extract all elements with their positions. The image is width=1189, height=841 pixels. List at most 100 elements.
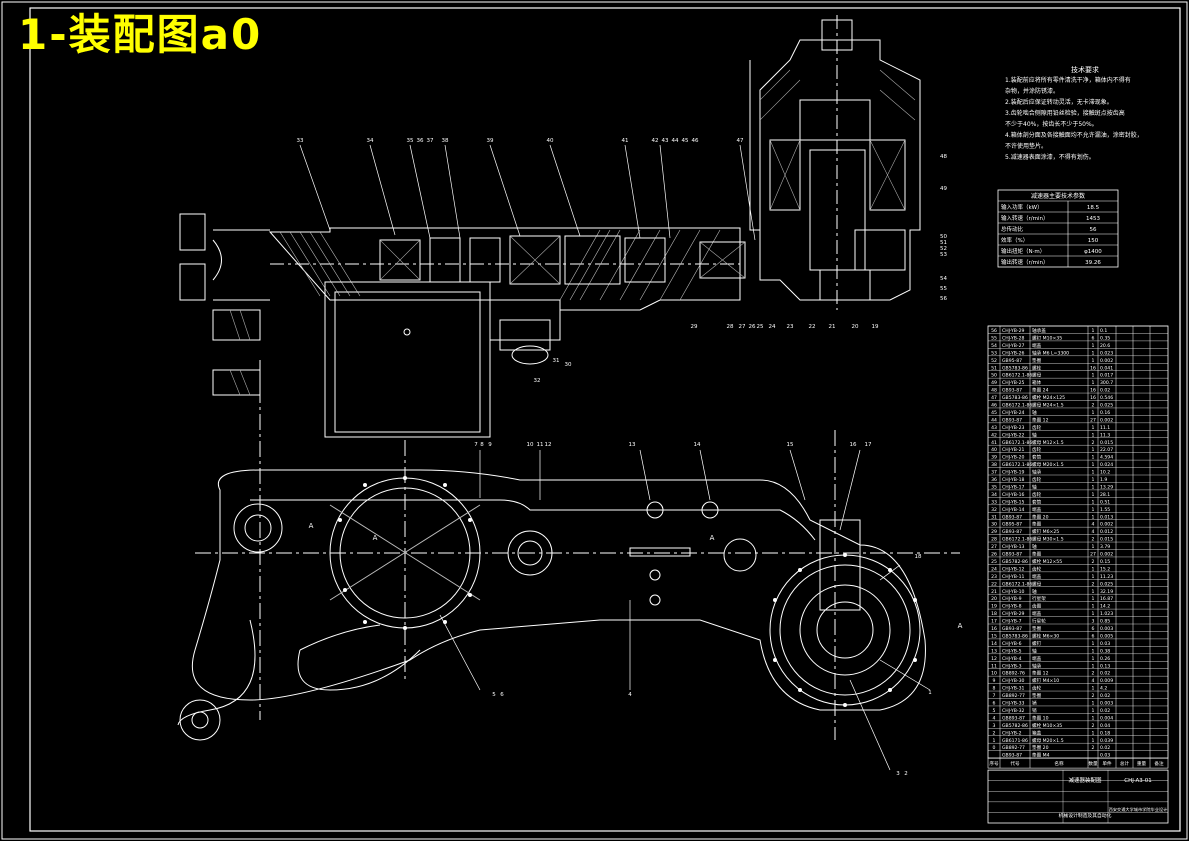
bom-name: 螺栓 M6×30 — [1032, 632, 1059, 639]
bom-qty: 1 — [1092, 380, 1095, 386]
bom-name: 螺母 M24×1.5 — [1032, 402, 1064, 409]
bom-name: 轴 — [1032, 431, 1037, 438]
callout-label: 2 — [904, 771, 908, 777]
bom-index: 32 — [991, 507, 997, 513]
bom-qty: 27 — [1090, 417, 1096, 423]
bom-name: 螺钉 — [1032, 640, 1042, 647]
bom-weight: 4.594 — [1100, 455, 1113, 461]
bom-weight: 4.2 — [1100, 686, 1107, 692]
bom-weight: 3.79 — [1100, 544, 1110, 550]
bom-name: 行星轮 — [1032, 618, 1046, 625]
bom-weight: 0.017 — [1100, 373, 1113, 379]
callout-label: 37 — [427, 138, 434, 144]
bom-code: GB892-76 — [1002, 671, 1025, 677]
bom-weight: 32.19 — [1100, 589, 1113, 595]
bom-weight: 0.02 — [1100, 745, 1110, 751]
bom-name: 螺栓 — [1032, 364, 1042, 371]
leader-lines — [299, 144, 931, 771]
spec-table-title: 减速器主要技术参数 — [1031, 192, 1085, 200]
spec-value: 150 — [1088, 238, 1099, 244]
bom-index: 6 — [993, 701, 996, 707]
callout-label: 52 — [940, 246, 947, 252]
bom-weight: 14.2 — [1100, 604, 1110, 610]
tech-item: 1.装配前应将所有零件清洗干净，箱体内不得有 — [1005, 76, 1131, 84]
callout-label: 6 — [500, 692, 504, 698]
bom-weight: 0.16 — [1100, 410, 1110, 416]
bom-name: 端盖 — [1032, 342, 1042, 349]
bom-name: 齿轮 — [1032, 476, 1042, 483]
bom-code: GB95-87 — [1002, 358, 1022, 364]
bom-index: 18 — [991, 611, 997, 617]
callout-label: 28 — [727, 324, 734, 330]
bom-weight: 20.6 — [1100, 343, 1110, 349]
bom-index: 21 — [991, 589, 997, 595]
bom-name: 端盖 — [1032, 655, 1042, 662]
callout-label: 16 — [850, 442, 857, 448]
bom-weight: 0.13 — [1100, 663, 1110, 669]
bom-weight: 0.009 — [1100, 678, 1113, 684]
bom-name: 轴承 — [1032, 662, 1042, 669]
callout-label: 31 — [553, 358, 560, 364]
callout-label: 24 — [769, 324, 776, 330]
bom-name: 垫圈 20 — [1032, 744, 1049, 751]
bom-weight: 0.546 — [1100, 395, 1113, 401]
bom-name: 端盖 — [1032, 506, 1042, 513]
bom-index: 55 — [991, 335, 997, 341]
bom-weight: 0.015 — [1100, 440, 1113, 446]
bom-code: GB5783-86 — [1002, 395, 1028, 401]
bom-index: 29 — [991, 529, 997, 535]
bom-name: 螺母 M12×1.5 — [1032, 439, 1064, 446]
spec-table-frame — [997, 189, 1119, 268]
callout-label: 55 — [940, 286, 947, 292]
bom-qty: 1 — [1092, 708, 1095, 714]
bom-index: 23 — [991, 574, 997, 580]
bom-qty: 1 — [1092, 447, 1095, 453]
bom-weight: 1.9 — [1100, 477, 1107, 483]
bom-qty: 1 — [1092, 686, 1095, 692]
callout-label: 13 — [629, 442, 636, 448]
bom-name: 箱盖 — [1032, 729, 1042, 736]
callout-label: 4 — [628, 692, 632, 698]
bom-code: CHJ-YB-17 — [1002, 484, 1025, 490]
bom-name: 垫圈 — [1032, 551, 1042, 558]
title-block-frame — [987, 769, 1169, 824]
bom-weight: 11.1 — [1100, 425, 1110, 431]
callout-label: 23 — [787, 324, 794, 330]
bom-name: 垫圈 12 — [1032, 416, 1049, 423]
bom-name: 齿圈 — [1032, 604, 1042, 610]
bom-weight: 0.025 — [1100, 581, 1113, 587]
bom-weight: 0.002 — [1100, 358, 1113, 364]
bom-weight: 0.26 — [1100, 656, 1110, 662]
spec-label: 输出扭矩（N·m） — [1001, 247, 1045, 255]
bom-weight: 0.15 — [1100, 559, 1110, 565]
bom-index: 40 — [991, 447, 997, 453]
bom-qty: 1 — [1092, 484, 1095, 490]
bom-weight: 0.003 — [1100, 626, 1113, 632]
bom-index: 34 — [991, 492, 997, 498]
bom-name: 螺栓 M10×35 — [1032, 722, 1062, 729]
bom-weight: 10.2 — [1100, 470, 1110, 476]
bom-weight: 0.03 — [1100, 641, 1110, 647]
callout-label: 22 — [809, 324, 816, 330]
bom-header-cell: 名称 — [1054, 760, 1064, 767]
bom-qty: 27 — [1090, 552, 1096, 558]
bom-index: 0 — [993, 745, 996, 751]
bom-name: 垫圈 12 — [1032, 670, 1049, 677]
spec-value: 56 — [1090, 227, 1097, 233]
bom-code: CHJ-YB-21 — [1002, 447, 1025, 453]
bom-code: GB95-87 — [1002, 522, 1022, 528]
bom-name: 垫圈 20 — [1032, 513, 1049, 520]
bom-weight: 16.87 — [1100, 596, 1113, 602]
bom-code: CHJ-YB-18 — [1002, 477, 1025, 483]
bom-header-cell: 备注 — [1154, 760, 1164, 767]
inner-border — [29, 7, 1181, 832]
bom-code: GB5782-86 — [1002, 723, 1028, 729]
bom-name: 齿轮 — [1032, 685, 1042, 692]
bom-code: GB5782-86 — [1002, 559, 1028, 565]
bom-qty: 1 — [1092, 470, 1095, 476]
callout-label: 20 — [852, 324, 859, 330]
